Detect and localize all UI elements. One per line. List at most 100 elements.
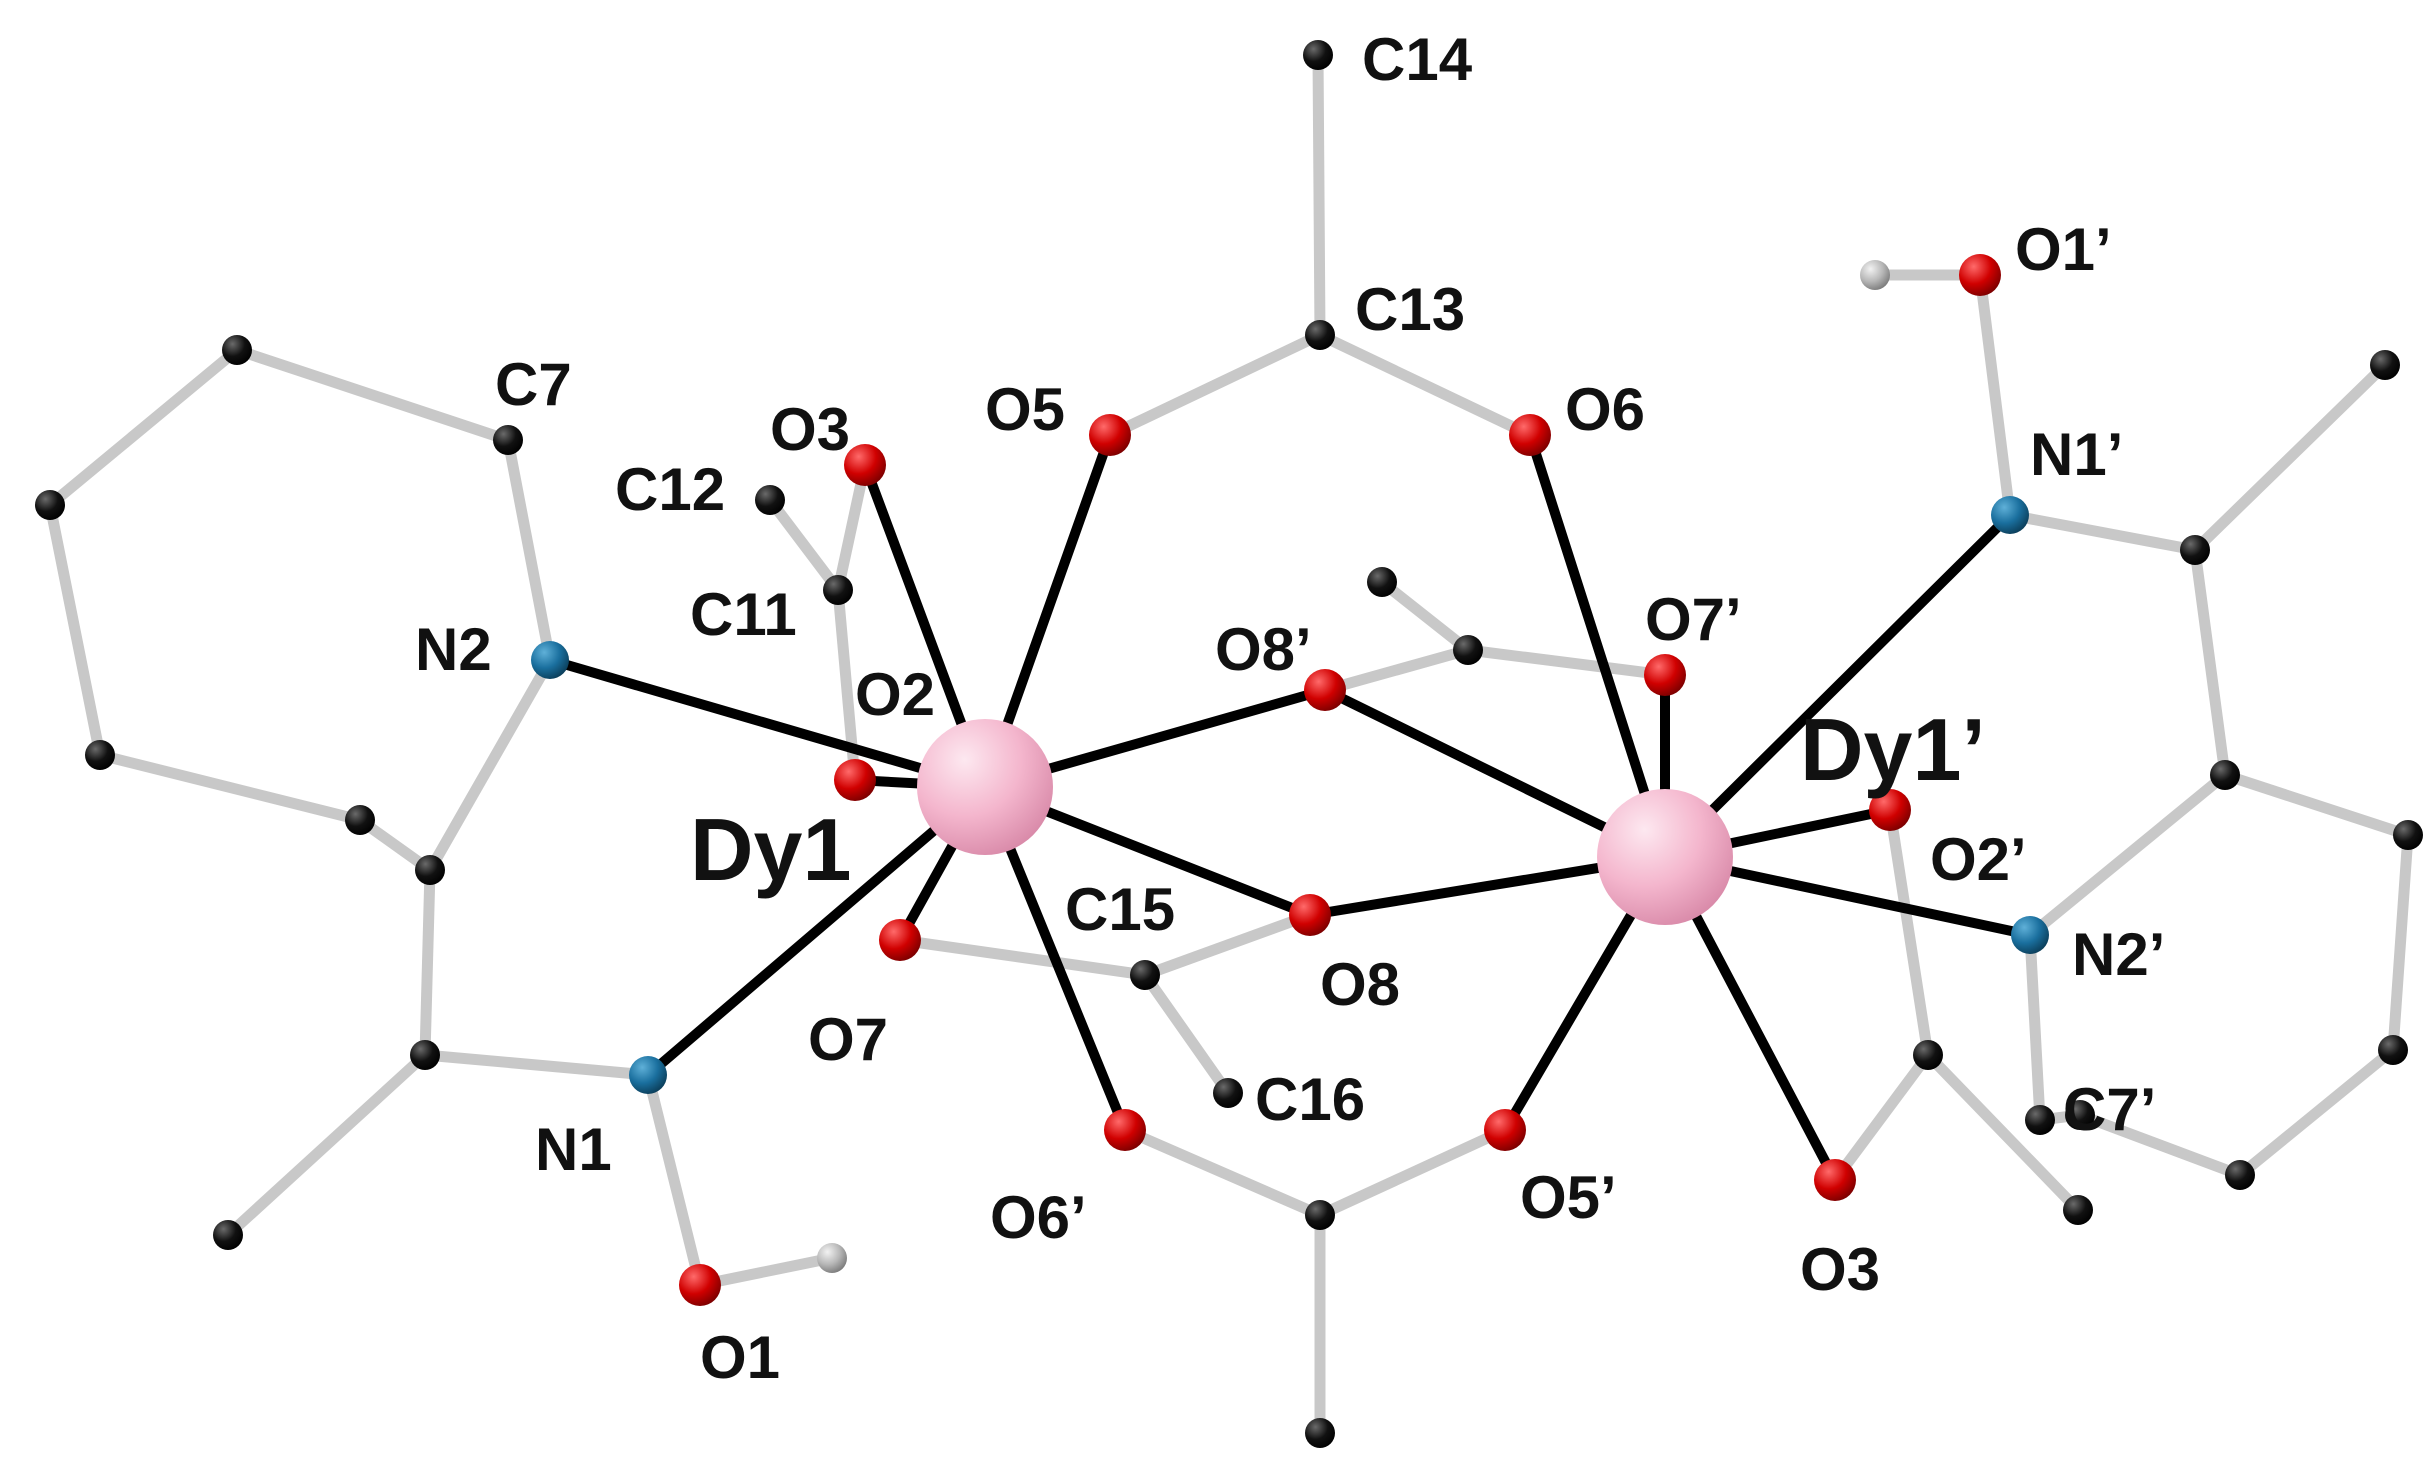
bond-c15-o8 — [1139, 909, 1316, 981]
bond-c11p-o3p — [1829, 1049, 1934, 1186]
bond-l3-l4 — [94, 749, 366, 826]
bond-l5-n2 — [424, 654, 556, 876]
bond-o6p-cb — [1119, 1124, 1326, 1221]
atom-l2 — [35, 490, 65, 520]
bond-dy1-n1 — [643, 782, 990, 1080]
bond-r3-r4 — [2219, 769, 2414, 841]
label-o1p: O1’ — [2015, 216, 2112, 283]
atom-cb — [1305, 1200, 1335, 1230]
bond-c11p-c12p — [1922, 1049, 2084, 1216]
atom-c12p — [2063, 1195, 2093, 1225]
atom-c13 — [1305, 320, 1335, 350]
bond-n1-o1 — [642, 1069, 706, 1291]
bond-dy1p-o6 — [1525, 430, 1670, 862]
bond-c15-c16 — [1139, 969, 1234, 1099]
atom-o3p — [1814, 1159, 1856, 1201]
bond-r6-r7 — [2074, 1109, 2246, 1181]
label-c16: C16 — [1255, 1066, 1365, 1133]
atom-h1 — [817, 1243, 847, 1273]
atom-cm1 — [1453, 635, 1483, 665]
label-c14: C14 — [1362, 26, 1473, 93]
bond-l6-n1 — [419, 1049, 654, 1081]
atom-o5p — [1484, 1109, 1526, 1151]
bond-r1-r2 — [2189, 359, 2391, 556]
label-o2p: O2’ — [1930, 826, 2027, 893]
bonds-layer — [44, 49, 2414, 1439]
atom-r5 — [2378, 1035, 2408, 1065]
atom-r6 — [2225, 1160, 2255, 1190]
atom-cm2 — [1367, 567, 1397, 597]
bond-l5-l6 — [419, 864, 436, 1061]
atom-c7 — [493, 425, 523, 455]
atom-n1p — [1991, 496, 2029, 534]
atom-o1 — [679, 1264, 721, 1306]
bond-r3-n2p — [2024, 769, 2231, 941]
bond-c7p-n2p — [2024, 929, 2046, 1126]
atom-l7 — [213, 1220, 243, 1250]
atom-o2p — [1869, 789, 1911, 831]
atom-o8 — [1289, 894, 1331, 936]
label-o5p: O5’ — [1520, 1164, 1617, 1231]
label-n1p: N1’ — [2030, 421, 2123, 488]
bond-cb-o5p — [1314, 1124, 1511, 1221]
atom-o1p — [1959, 254, 2001, 296]
label-o3: O3 — [770, 396, 850, 463]
atom-o8p — [1304, 669, 1346, 711]
bond-o2p-c11p — [1884, 804, 1934, 1061]
label-o1: O1 — [700, 1324, 780, 1391]
label-n1: N1 — [535, 1116, 612, 1183]
label-o7p: O7’ — [1645, 586, 1742, 653]
atom-cb2 — [1305, 1418, 1335, 1448]
atom-c11p — [1913, 1040, 1943, 1070]
bond-cm1-cm2 — [1376, 576, 1474, 656]
bond-l6-l7 — [222, 1049, 431, 1241]
atom-o2 — [834, 759, 876, 801]
bond-c12-c11 — [764, 494, 844, 596]
label-o8p: O8’ — [1215, 616, 1312, 683]
label-c7: C7 — [495, 351, 572, 418]
atom-r3 — [2210, 760, 2240, 790]
atom-n2 — [531, 641, 569, 679]
bond-o8p-cm1 — [1319, 644, 1474, 696]
label-n2: N2 — [415, 616, 492, 683]
label-dy1: Dy1 — [690, 800, 851, 899]
label-o3p: O3 — [1800, 1236, 1880, 1303]
label-c7p: C7’ — [2063, 1076, 2156, 1143]
atom-o5 — [1089, 414, 1131, 456]
bond-c14-c13 — [1312, 49, 1326, 341]
atom-l1 — [222, 335, 252, 365]
bond-n1p-r1 — [2004, 509, 2201, 556]
atom-c15 — [1130, 960, 1160, 990]
atom-r2 — [2370, 350, 2400, 380]
atom-dy1 — [917, 719, 1053, 855]
bond-c7-l1 — [231, 344, 514, 446]
atom-n2p — [2011, 916, 2049, 954]
atoms-layer — [35, 40, 2423, 1448]
atom-l4 — [345, 805, 375, 835]
label-o6p: O6’ — [990, 1184, 1087, 1251]
atom-c7p — [2025, 1105, 2055, 1135]
atom-r1 — [2180, 535, 2210, 565]
label-o5: O5 — [985, 376, 1065, 443]
bond-r1-r3 — [2189, 544, 2231, 781]
atom-r4 — [2393, 820, 2423, 850]
bond-o7-c15 — [894, 934, 1151, 981]
bond-l2-l3 — [44, 499, 106, 761]
atom-o7p — [1644, 654, 1686, 696]
bond-c13-o5 — [1104, 329, 1326, 441]
bond-o1-h1 — [694, 1252, 838, 1291]
bond-dy1-n2 — [545, 655, 990, 792]
bond-dy1p-n1p — [1660, 510, 2015, 862]
atom-dy1p — [1597, 789, 1733, 925]
label-c13: C13 — [1355, 276, 1465, 343]
atom-c11 — [823, 575, 853, 605]
label-dy1p: Dy1’ — [1800, 700, 1986, 799]
atom-l3 — [85, 740, 115, 770]
label-o7: O7 — [808, 1006, 888, 1073]
label-c15: C15 — [1065, 876, 1175, 943]
bond-c13-o6 — [1314, 329, 1536, 441]
label-c12: C12 — [615, 456, 725, 523]
atom-o6p — [1104, 1109, 1146, 1151]
